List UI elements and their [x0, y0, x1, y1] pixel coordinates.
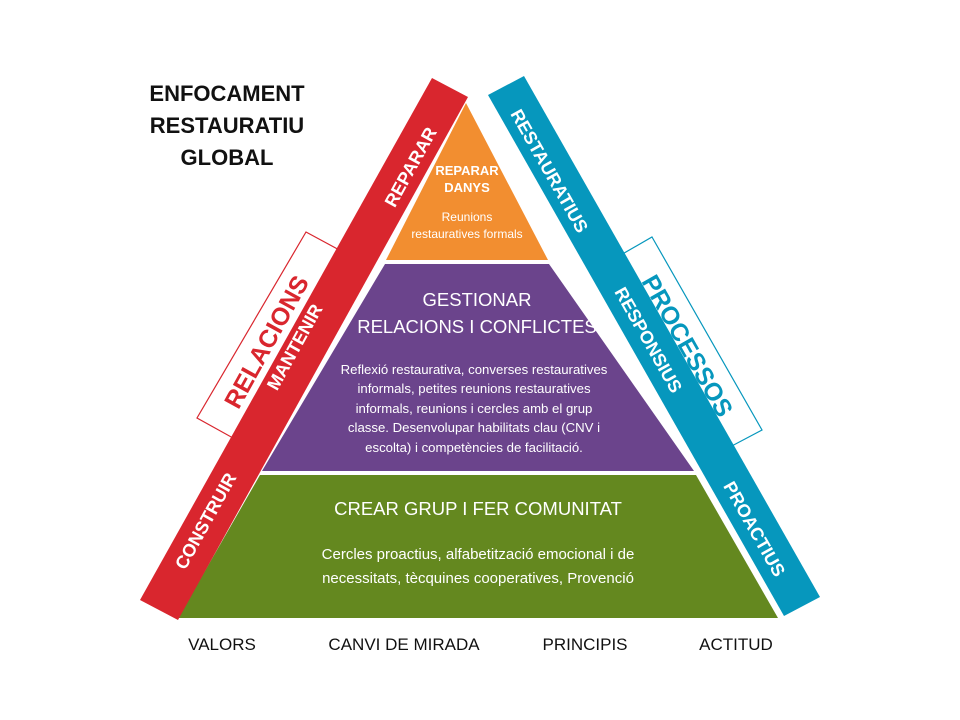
foundation-actitud: ACTITUD — [699, 635, 773, 654]
right-band-blue — [488, 76, 820, 616]
level-body: Reunions — [442, 210, 493, 224]
level-bottom-green — [178, 475, 778, 618]
level-title: GESTIONAR — [423, 289, 532, 310]
level-body: informals, petites reunions restaurative… — [357, 381, 590, 396]
level-body: escolta) i competències de facilitació. — [365, 440, 583, 455]
level-top-orange — [386, 103, 548, 260]
level-body: Cercles proactius, alfabetització emocio… — [322, 546, 635, 563]
level-title: RELACIONS I CONFLICTES — [357, 316, 597, 337]
level-body: Reflexió restaurativa, converses restaur… — [341, 362, 608, 377]
foundation-labels: VALORS CANVI DE MIRADA PRINCIPIS ACTITUD — [188, 635, 773, 654]
level-body: classe. Desenvolupar habilitats clau (CN… — [348, 420, 600, 435]
level-body: informals, reunions i cercles amb el gru… — [356, 401, 593, 416]
level-title: DANYS — [444, 180, 490, 195]
level-top-text: REPARAR DANYS Reunions restauratives for… — [411, 163, 522, 241]
title-line: GLOBAL — [181, 145, 274, 170]
level-middle-purple — [262, 264, 694, 471]
level-middle-text: GESTIONAR RELACIONS I CONFLICTES Reflexi… — [341, 289, 608, 455]
level-title: CREAR GRUP I FER COMUNITAT — [334, 498, 622, 519]
left-band-red — [140, 78, 468, 620]
foundation-valors: VALORS — [188, 635, 256, 654]
level-body: restauratives formals — [411, 227, 522, 241]
level-bottom-text: CREAR GRUP I FER COMUNITAT Cercles proac… — [322, 498, 635, 587]
foundation-principis: PRINCIPIS — [542, 635, 627, 654]
level-title: REPARAR — [435, 163, 499, 178]
foundation-canvi-de-mirada: CANVI DE MIRADA — [328, 635, 480, 654]
title-line: RESTAURATIU — [150, 113, 304, 138]
level-body: necessitats, tècquines cooperatives, Pro… — [322, 570, 634, 587]
title-line: ENFOCAMENT — [149, 81, 305, 106]
diagram-title: ENFOCAMENT RESTAURATIU GLOBAL — [149, 81, 305, 170]
